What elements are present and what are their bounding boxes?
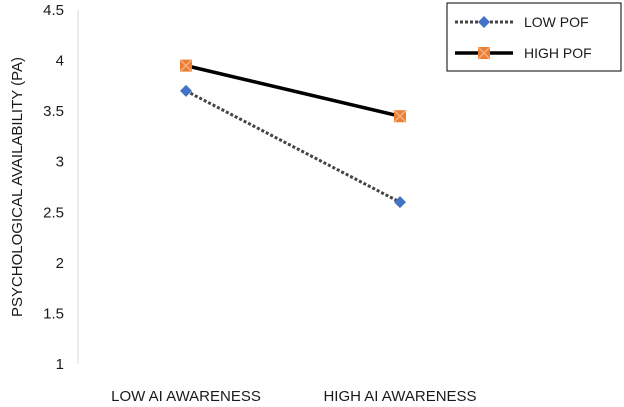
- legend-label: HIGH POF: [524, 45, 592, 61]
- y-tick-label: 1.5: [43, 305, 64, 322]
- high-pof-marker: [477, 46, 491, 60]
- x-tick-label: HIGH AI AWARENESS: [323, 388, 476, 405]
- low-pof-marker: [478, 16, 490, 28]
- y-tick-label: 4: [56, 53, 64, 70]
- y-tick-label: 4.5: [43, 2, 64, 19]
- series-high-pof: [179, 59, 407, 123]
- legend-item: HIGH POF: [455, 45, 592, 61]
- x-tick-labels: LOW AI AWARENESS HIGH AI AWARENESS: [111, 388, 476, 405]
- y-tick-label: 3: [56, 154, 64, 171]
- x-tick-label: LOW AI AWARENESS: [111, 388, 261, 405]
- high-pof-marker: [393, 109, 407, 123]
- high-pof-marker: [179, 59, 193, 73]
- legend-box: [446, 2, 622, 72]
- low-pof-marker: [180, 84, 192, 97]
- y-tick-labels: 1 1.5 2 2.5 3 3.5 4 4.5: [43, 2, 64, 373]
- y-tick-label: 2: [56, 255, 64, 272]
- y-tick-label: 1: [56, 356, 64, 373]
- series-line: [185, 63, 401, 118]
- legend-item: LOW POF: [455, 14, 589, 30]
- y-axis-title: PSYCHOLOGICAL AVAILABILITY (PA): [9, 57, 26, 317]
- series-low-pof: [180, 84, 406, 209]
- y-tick-label: 3.5: [43, 103, 64, 120]
- legend: LOW POF HIGH POF: [446, 2, 622, 72]
- series-line: [185, 89, 401, 204]
- low-pof-marker: [394, 196, 406, 209]
- series-layer: [179, 59, 407, 209]
- legend-label: LOW POF: [524, 14, 589, 30]
- y-tick-label: 2.5: [43, 204, 64, 221]
